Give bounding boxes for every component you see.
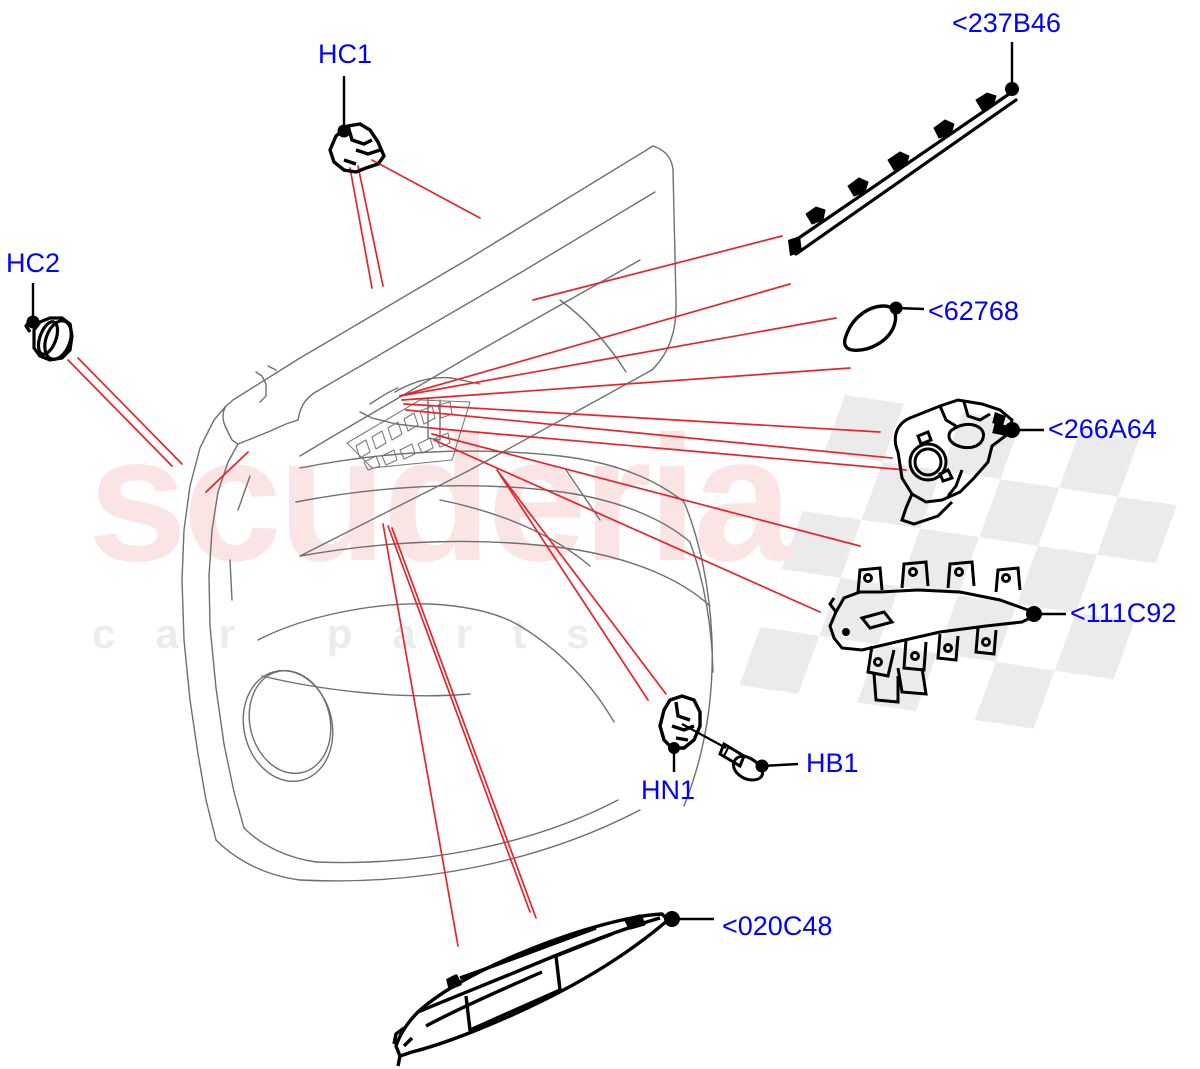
label-hb1[interactable]: HB1 (806, 748, 859, 778)
part-237B46-belt-moulding (788, 42, 1019, 256)
label-020c48[interactable]: <020C48 (722, 911, 833, 941)
part-266A64-handle-housing (893, 398, 1014, 526)
label-62768[interactable]: <62768 (928, 296, 1019, 326)
label-266a64[interactable]: <266A64 (1048, 414, 1157, 444)
part-020C48-pull-handle-trim (392, 912, 670, 1067)
label-111c92[interactable]: <111C92 (1070, 598, 1177, 628)
label-hc1[interactable]: HC1 (318, 39, 373, 69)
svg-text:car parts: car parts (92, 610, 629, 657)
part-HC2-grommet (24, 316, 74, 362)
label-hn1[interactable]: HN1 (641, 775, 696, 805)
label-hc2[interactable]: HC2 (6, 248, 61, 278)
part-HB1-bolt (681, 723, 764, 782)
part-62768-cover-cap (842, 301, 925, 352)
leader-lines-red (67, 159, 907, 947)
callout-line-HB1 (761, 762, 799, 768)
part-HN1-nut (658, 694, 702, 750)
label-237b46[interactable]: <237B46 (952, 8, 1061, 38)
